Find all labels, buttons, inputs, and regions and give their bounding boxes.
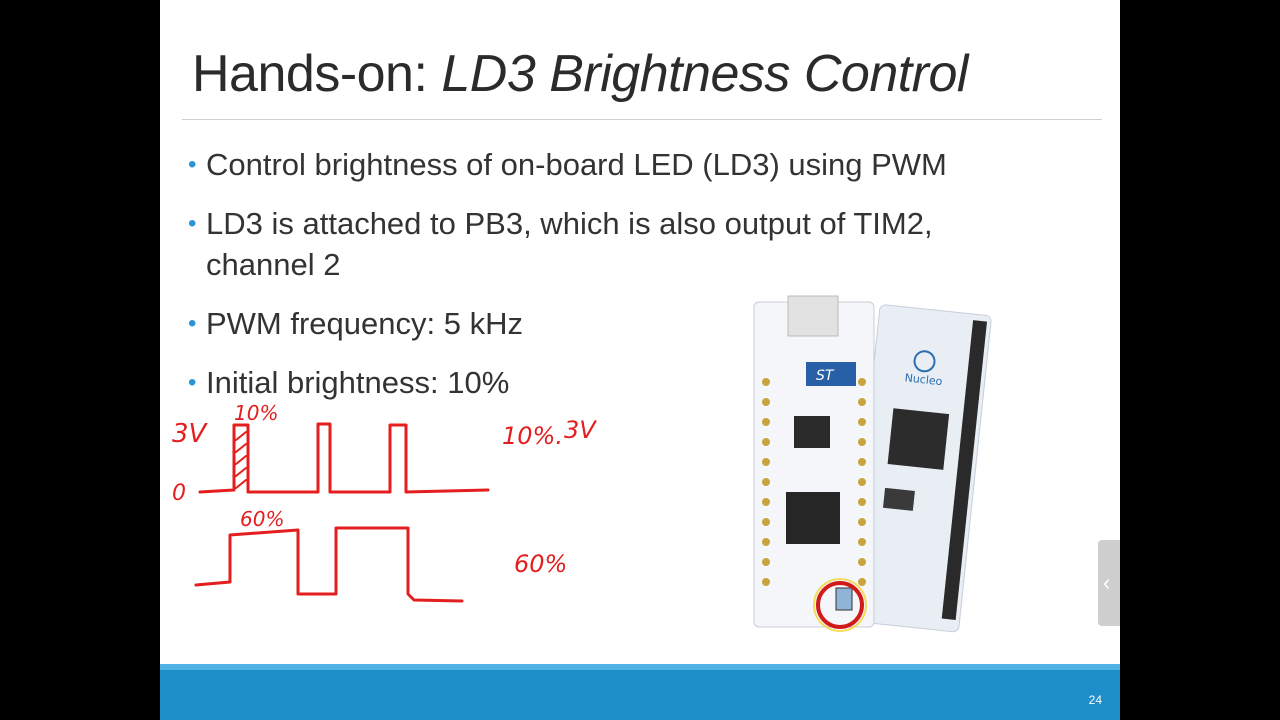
bullet-dot-icon: • [188, 310, 197, 337]
chevron-left-icon: ‹ [1103, 570, 1111, 595]
label-10-right: 10%. [502, 422, 563, 450]
slide-footer-bar: 24 [160, 664, 1120, 720]
slide: Hands-on: LD3 Brightness Control • Contr… [160, 0, 1120, 720]
label-60-top: 60% [240, 507, 284, 531]
bullet-text: channel 2 [206, 247, 341, 282]
bullet-dot-icon: • [188, 210, 197, 237]
pwm-sketch: 3V 0 10% 10%. 3V 60% 60% [172, 401, 597, 603]
footer-accent-line [160, 664, 1120, 670]
title-plain: Hands-on: [192, 45, 442, 103]
label-zero: 0 [172, 481, 186, 506]
bullet-dot-icon: • [188, 369, 197, 396]
pwm-10-hatch [235, 431, 247, 489]
label-3v-right: 3V [564, 416, 597, 444]
bullet-item: • Initial brightness: 10% [188, 363, 509, 403]
bullet-text: Initial brightness: 10% [206, 365, 510, 400]
label-60-right: 60% [514, 550, 567, 578]
nucleo-board-image: Nucleo ST [753, 295, 992, 633]
bullet-text: PWM frequency: 5 kHz [206, 306, 523, 341]
bullet-item: • Control brightness of on-board LED (LD… [188, 145, 947, 185]
bullet-item: • PWM frequency: 5 kHz [188, 304, 523, 344]
bullet-text: Control brightness of on-board LED (LD3)… [206, 147, 947, 182]
side-panel-tab[interactable]: ‹ [1098, 540, 1120, 626]
pwm-60-waveform [194, 526, 464, 603]
label-3v-left: 3V [172, 419, 209, 449]
label-10-top: 10% [234, 401, 278, 425]
bullet-item: • LD3 is attached to PB3, which is also … [188, 204, 933, 244]
svg-text:Nucleo: Nucleo [904, 371, 943, 388]
pwm-10-waveform [198, 422, 490, 494]
bullet-text: LD3 is attached to PB3, which is also ou… [206, 206, 933, 241]
slide-title: Hands-on: LD3 Brightness Control [192, 44, 968, 104]
page-number: 24 [1088, 693, 1102, 707]
svg-text:ST: ST [816, 368, 835, 384]
title-divider [182, 119, 1102, 120]
title-italic: LD3 Brightness Control [441, 45, 968, 103]
bullet-continuation: channel 2 [188, 245, 340, 285]
bullet-dot-icon: • [188, 151, 197, 178]
